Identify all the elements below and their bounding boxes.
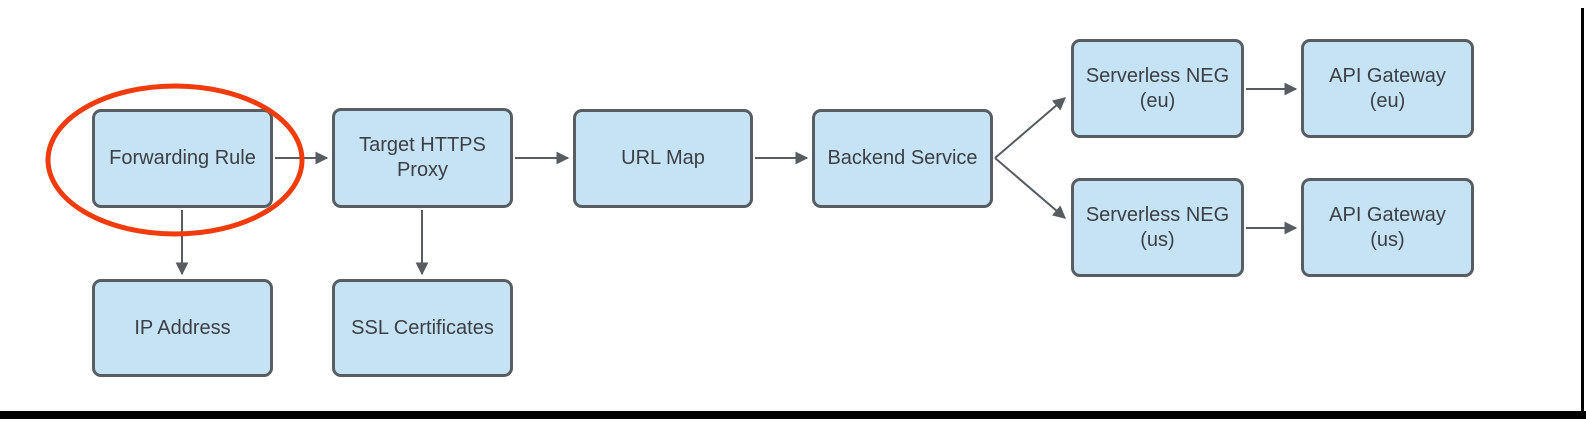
node-label-line2: (us) xyxy=(1140,228,1175,251)
node-serverless-neg-us: Serverless NEG (us) xyxy=(1071,178,1244,277)
node-forwarding-rule: Forwarding Rule xyxy=(92,109,273,208)
node-url-map: URL Map xyxy=(573,109,753,208)
node-label: API Gateway xyxy=(1329,203,1446,226)
node-ssl-certificates: SSL Certificates xyxy=(332,279,513,377)
node-label-line2: Proxy xyxy=(396,159,449,181)
node-label: IP Address xyxy=(134,316,231,339)
node-label: Serverless NEG xyxy=(1085,64,1230,87)
right-frame-line xyxy=(1581,8,1584,419)
node-serverless-neg-eu: Serverless NEG (eu) xyxy=(1071,39,1244,138)
node-label: API Gateway xyxy=(1329,64,1446,87)
node-backend-service: Backend Service xyxy=(812,109,993,208)
node-label: URL Map xyxy=(621,147,705,169)
edge-backendservice-negeu-arrow xyxy=(994,97,1066,159)
edge-backendservice-negus-arrow xyxy=(994,157,1066,219)
node-label: Backend Service xyxy=(827,147,978,169)
bottom-frame-line xyxy=(0,411,1586,419)
node-target-https-proxy: Target HTTPS Proxy xyxy=(332,108,513,208)
node-label: Target HTTPS xyxy=(359,134,486,156)
node-label-line2: (eu) xyxy=(1139,89,1176,112)
node-label: SSL Certificates xyxy=(351,316,494,339)
node-api-gateway-eu: API Gateway (eu) xyxy=(1301,39,1474,138)
node-label: Forwarding Rule xyxy=(109,147,256,169)
node-ip-address: IP Address xyxy=(92,279,273,377)
node-label-line2: (us) xyxy=(1370,228,1405,251)
node-label-line2: (eu) xyxy=(1369,89,1406,112)
node-label: Serverless NEG xyxy=(1085,203,1230,226)
node-api-gateway-us: API Gateway (us) xyxy=(1301,178,1474,277)
